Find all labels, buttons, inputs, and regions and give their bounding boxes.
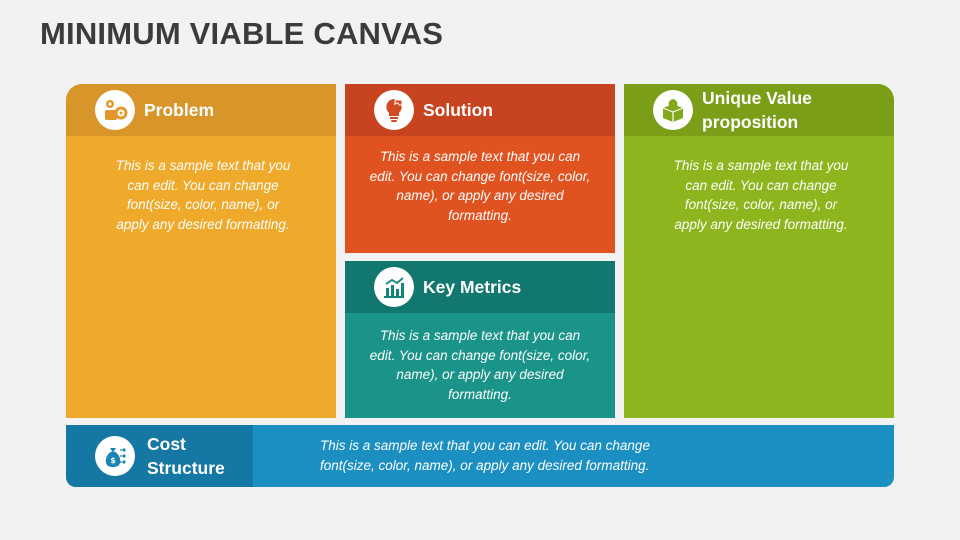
lightbulb-puzzle-icon xyxy=(374,90,414,130)
solution-header: Solution xyxy=(345,84,615,136)
solution-text: This is a sample text that you can edit.… xyxy=(369,149,591,223)
uvp-text: This is a sample text that you can edit.… xyxy=(673,158,849,232)
unique-value-proposition-section: Unique Value proposition This is a sampl… xyxy=(624,84,894,418)
uvp-heading: Unique Value proposition xyxy=(702,86,812,134)
cost-structure-heading-line1: Cost xyxy=(147,434,186,454)
problem-text: This is a sample text that you can edit.… xyxy=(115,158,291,232)
box-leaf-icon xyxy=(653,90,693,130)
key-metrics-header: Key Metrics xyxy=(345,261,615,313)
key-metrics-heading: Key Metrics xyxy=(423,277,522,297)
solution-body: This is a sample text that you can edit.… xyxy=(345,136,615,253)
cost-structure-heading: Cost Structure xyxy=(147,432,225,480)
cost-structure-header: $ Cost Structure xyxy=(66,425,253,487)
cost-structure-text: This is a sample text that you can edit.… xyxy=(320,436,720,475)
uvp-heading-line1: Unique Value xyxy=(702,88,812,108)
cost-structure-text-line2: font(size, color, name), or apply any de… xyxy=(320,457,650,473)
page-title: MINIMUM VIABLE CANVAS xyxy=(40,16,444,51)
uvp-header: Unique Value proposition xyxy=(624,84,894,136)
cost-structure-heading-line2: Structure xyxy=(147,458,225,478)
problem-section: Problem This is a sample text that you c… xyxy=(66,84,336,418)
problem-gears-icon xyxy=(95,90,135,130)
svg-text:$: $ xyxy=(110,456,116,465)
key-metrics-section: Key Metrics This is a sample text that y… xyxy=(345,261,615,418)
key-metrics-body: This is a sample text that you can edit.… xyxy=(345,313,615,418)
bar-chart-icon xyxy=(374,267,414,307)
solution-section: Solution This is a sample text that you … xyxy=(345,84,615,253)
uvp-heading-line2: proposition xyxy=(702,112,799,132)
problem-body: This is a sample text that you can edit.… xyxy=(66,136,336,418)
money-bag-icon: $ xyxy=(95,436,135,476)
cost-structure-text-line1: This is a sample text that you can edit.… xyxy=(320,438,650,453)
solution-heading: Solution xyxy=(423,100,493,120)
key-metrics-text: This is a sample text that you can edit.… xyxy=(369,328,591,402)
problem-header: Problem xyxy=(66,84,336,136)
uvp-body: This is a sample text that you can edit.… xyxy=(624,136,894,418)
cost-structure-section: $ Cost Structure This is a sample text t… xyxy=(66,425,894,487)
problem-heading: Problem xyxy=(144,100,215,120)
